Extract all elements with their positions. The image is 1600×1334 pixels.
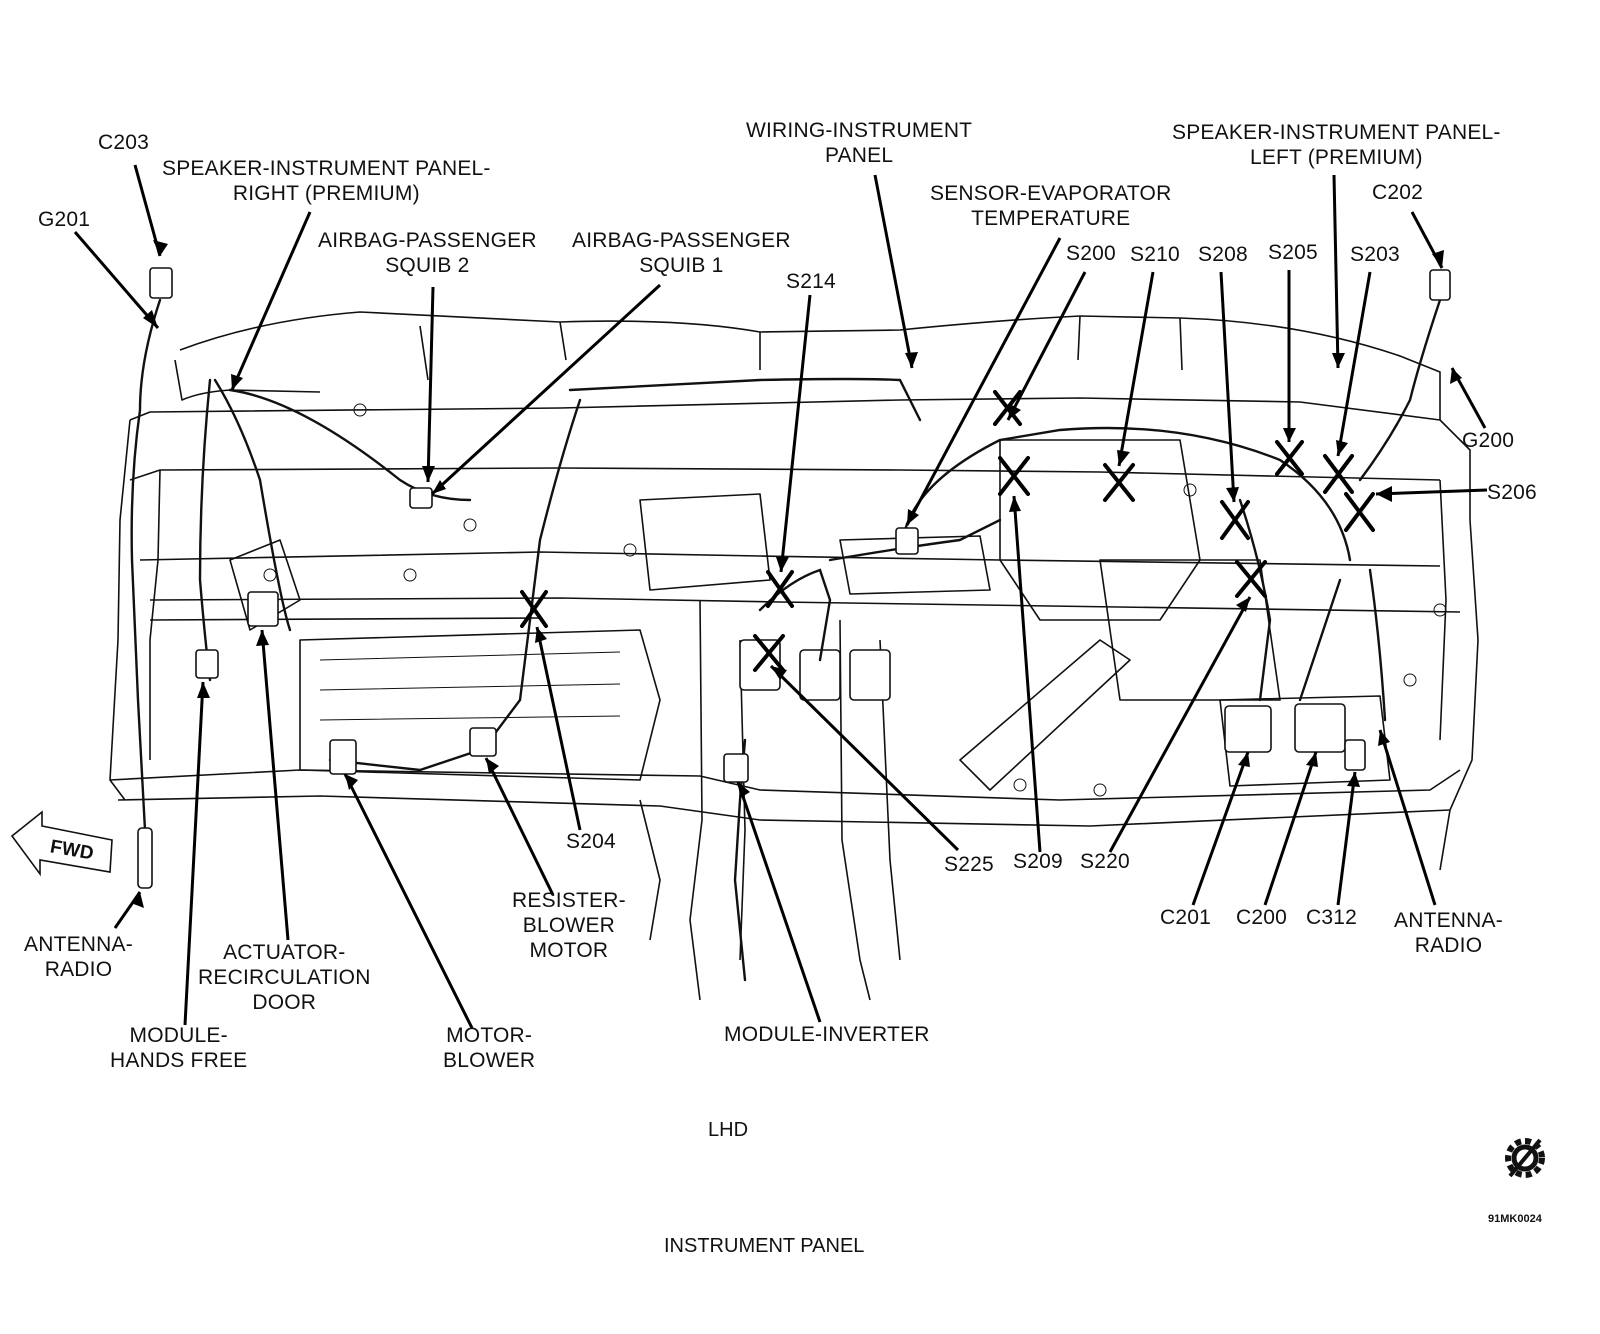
connector-c202 <box>1429 269 1451 301</box>
motor-blower <box>329 739 357 775</box>
splice-s208 <box>1220 500 1250 540</box>
label-motor-blower: MOTOR- BLOWER <box>443 1024 536 1072</box>
connector-c312 <box>1344 739 1366 771</box>
label-s205: S205 <box>1268 241 1318 264</box>
sensor-evaporator-temperature <box>895 527 919 555</box>
label-g200: G200 <box>1462 429 1515 452</box>
label-s210: S210 <box>1130 243 1180 266</box>
splice-marks <box>520 390 1375 672</box>
antenna-radio-left-plug <box>137 827 153 889</box>
label-airbag-squib-1: AIRBAG-PASSENGER SQUIB 1 <box>572 229 791 277</box>
label-c203: C203 <box>98 131 150 154</box>
label-s204: S204 <box>566 830 616 853</box>
label-c202: C202 <box>1372 181 1424 204</box>
arrowheads <box>131 240 1462 908</box>
label-s209: S209 <box>1013 850 1063 873</box>
splice-s210 <box>1103 463 1135 502</box>
label-g201: G201 <box>38 208 91 231</box>
actuator-recirculation-door <box>247 591 279 627</box>
label-c200: C200 <box>1236 906 1288 929</box>
connector-c201 <box>1224 705 1272 753</box>
components <box>137 267 1451 889</box>
label-resister-blower-motor: RESISTER- BLOWER MOTOR <box>512 889 626 962</box>
diagram-title: INSTRUMENT PANEL <box>664 1235 865 1257</box>
label-speaker-right: SPEAKER-INSTRUMENT PANEL- RIGHT (PREMIUM… <box>162 157 491 205</box>
gear-slash-icon <box>1505 1138 1545 1178</box>
splice-s206 <box>1344 492 1375 532</box>
connector-c203 <box>149 267 173 299</box>
connector-c200 <box>1294 703 1346 753</box>
view-caption: LHD <box>708 1119 749 1141</box>
harness-runs <box>130 298 1442 982</box>
module-hands-free <box>195 649 219 679</box>
label-s206: S206 <box>1487 481 1537 504</box>
splice-s220 <box>1235 560 1267 598</box>
leader-lines <box>73 164 1488 1029</box>
label-module-hands-free: MODULE- HANDS FREE <box>110 1024 248 1072</box>
figure-code: 91MK0024 <box>1488 1213 1542 1225</box>
fwd-arrow-icon <box>10 810 113 877</box>
label-s225: S225 <box>944 853 994 876</box>
label-c201: C201 <box>1160 906 1212 929</box>
label-sensor-evaporator: SENSOR-EVAPORATOR TEMPERATURE <box>930 182 1172 230</box>
splice-s200 <box>993 390 1022 426</box>
label-actuator-recirculation-door: ACTUATOR- RECIRCULATION DOOR <box>198 941 371 1014</box>
label-speaker-left: SPEAKER-INSTRUMENT PANEL- LEFT (PREMIUM) <box>1172 121 1501 169</box>
label-s203: S203 <box>1350 243 1400 266</box>
label-antenna-radio-right: ANTENNA- RADIO <box>1394 909 1503 957</box>
panel-frame <box>109 311 1479 1001</box>
resister-blower-motor <box>469 727 497 757</box>
splice-s205 <box>1275 440 1304 476</box>
splice-s209 <box>998 456 1030 496</box>
splice-s204 <box>520 590 548 628</box>
label-s200: S200 <box>1066 242 1116 265</box>
label-antenna-radio-left: ANTENNA- RADIO <box>24 933 133 981</box>
label-s220: S220 <box>1080 850 1130 873</box>
splice-s203 <box>1323 454 1354 494</box>
label-c312: C312 <box>1306 906 1358 929</box>
airbag-squib <box>409 487 433 509</box>
label-s214: S214 <box>786 270 836 293</box>
label-wiring-instrument-panel: WIRING-INSTRUMENT PANEL <box>746 119 973 167</box>
label-airbag-squib-2: AIRBAG-PASSENGER SQUIB 2 <box>318 229 537 277</box>
splice-s214 <box>766 570 794 608</box>
label-module-inverter: MODULE-INVERTER <box>724 1023 930 1046</box>
module-inverter <box>723 753 749 783</box>
splice-s225 <box>753 634 785 672</box>
label-s208: S208 <box>1198 243 1248 266</box>
